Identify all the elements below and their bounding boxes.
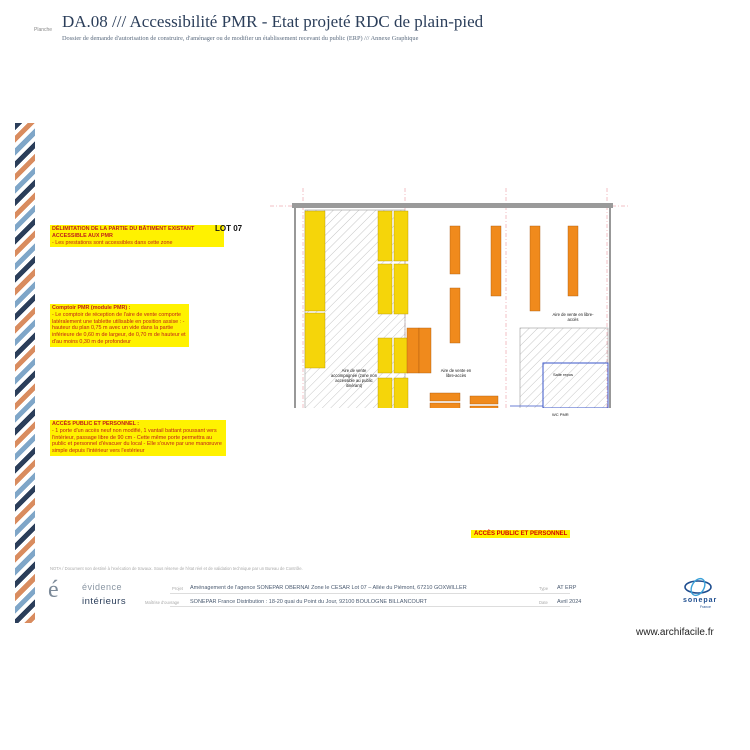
- footer-type-label: Type: [539, 586, 549, 591]
- note-acces-body: - 1 porte d'un accès neuf non modifié, 1…: [52, 427, 222, 454]
- note-acces: ACCÈS PUBLIC ET PERSONNEL : - 1 porte d'…: [50, 420, 226, 456]
- footer-moa-label: Maîtrise d'ouvrage: [145, 600, 180, 605]
- interieurs-logo-word: intérieurs: [82, 596, 127, 607]
- footnote-nota: NOTA / Document non destiné à l'exécutio…: [50, 566, 303, 571]
- note-comptoir-title: Comptoir PMR (module PMR) :: [52, 305, 131, 311]
- lot-label: LOT 07: [215, 224, 243, 233]
- page-title: DA.08 /// Accessibilité PMR - Etat proje…: [62, 12, 484, 31]
- footer-type-value: AT ERP: [557, 585, 577, 591]
- footer-date-value: Avril 2024: [557, 599, 582, 605]
- note-comptoir: Comptoir PMR (module PMR) : - Le comptoi…: [50, 304, 189, 347]
- zone-back-office: [519, 327, 609, 408]
- sonepar-logo-icon: [684, 577, 712, 597]
- label-zone-accompagnee: Aire de vente accompagnée (zone non acce…: [330, 368, 378, 389]
- footer-divider: [170, 593, 570, 594]
- yellow-shelving: [304, 210, 409, 408]
- sonepar-logo-sub: France: [700, 605, 711, 609]
- footer-divider-2: [170, 606, 570, 607]
- note-comptoir-body: - Le comptoir de réception de l'aire de …: [52, 311, 186, 345]
- label-salle-repos: Salle repos: [553, 372, 574, 377]
- page-subtitle: Dossier de demande d'autorisation de con…: [62, 35, 419, 42]
- planche-label: Planche: [34, 27, 53, 33]
- watermark: www.archifacile.fr: [636, 627, 714, 638]
- orange-shelving: [406, 225, 579, 408]
- label-libre-acces-right: Aire de vente en libre-accès: [552, 312, 594, 323]
- note-acces-title: ACCÈS PUBLIC ET PERSONNEL :: [52, 421, 140, 427]
- footer-date-label: Date: [539, 600, 548, 605]
- note-delimitation: DÉLIMITATION DE LA PARTIE DU BÂTIMENT EX…: [50, 225, 224, 248]
- top-wall: [292, 203, 613, 208]
- footer-projet-label: Projet: [172, 586, 183, 591]
- footer-moa-value: SONEPAR France Distribution : 18-20 quai…: [190, 599, 428, 605]
- floor-plan: [270, 188, 630, 408]
- decorative-stripe-band: [15, 123, 35, 623]
- note-delimitation-title: DÉLIMITATION DE LA PARTIE DU BÂTIMENT EX…: [52, 226, 195, 239]
- evidence-logo-word: évidence: [82, 582, 123, 592]
- pmr-block: [542, 362, 609, 408]
- label-wc-pmr: WC PMR: [552, 412, 569, 417]
- label-libre-acces-center: Aire de vente en libre-accès: [440, 368, 472, 379]
- sonepar-logo-word: sonepar: [683, 597, 718, 604]
- note-delimitation-body: - Les prestations sont accessibles dans …: [52, 239, 173, 246]
- evidence-logo-letter: é: [48, 577, 59, 603]
- footer-projet-value: Aménagement de l'agence SONEPAR OBERNAI …: [190, 585, 467, 591]
- acces-public-label: ACCÈS PUBLIC ET PERSONNEL: [471, 530, 571, 538]
